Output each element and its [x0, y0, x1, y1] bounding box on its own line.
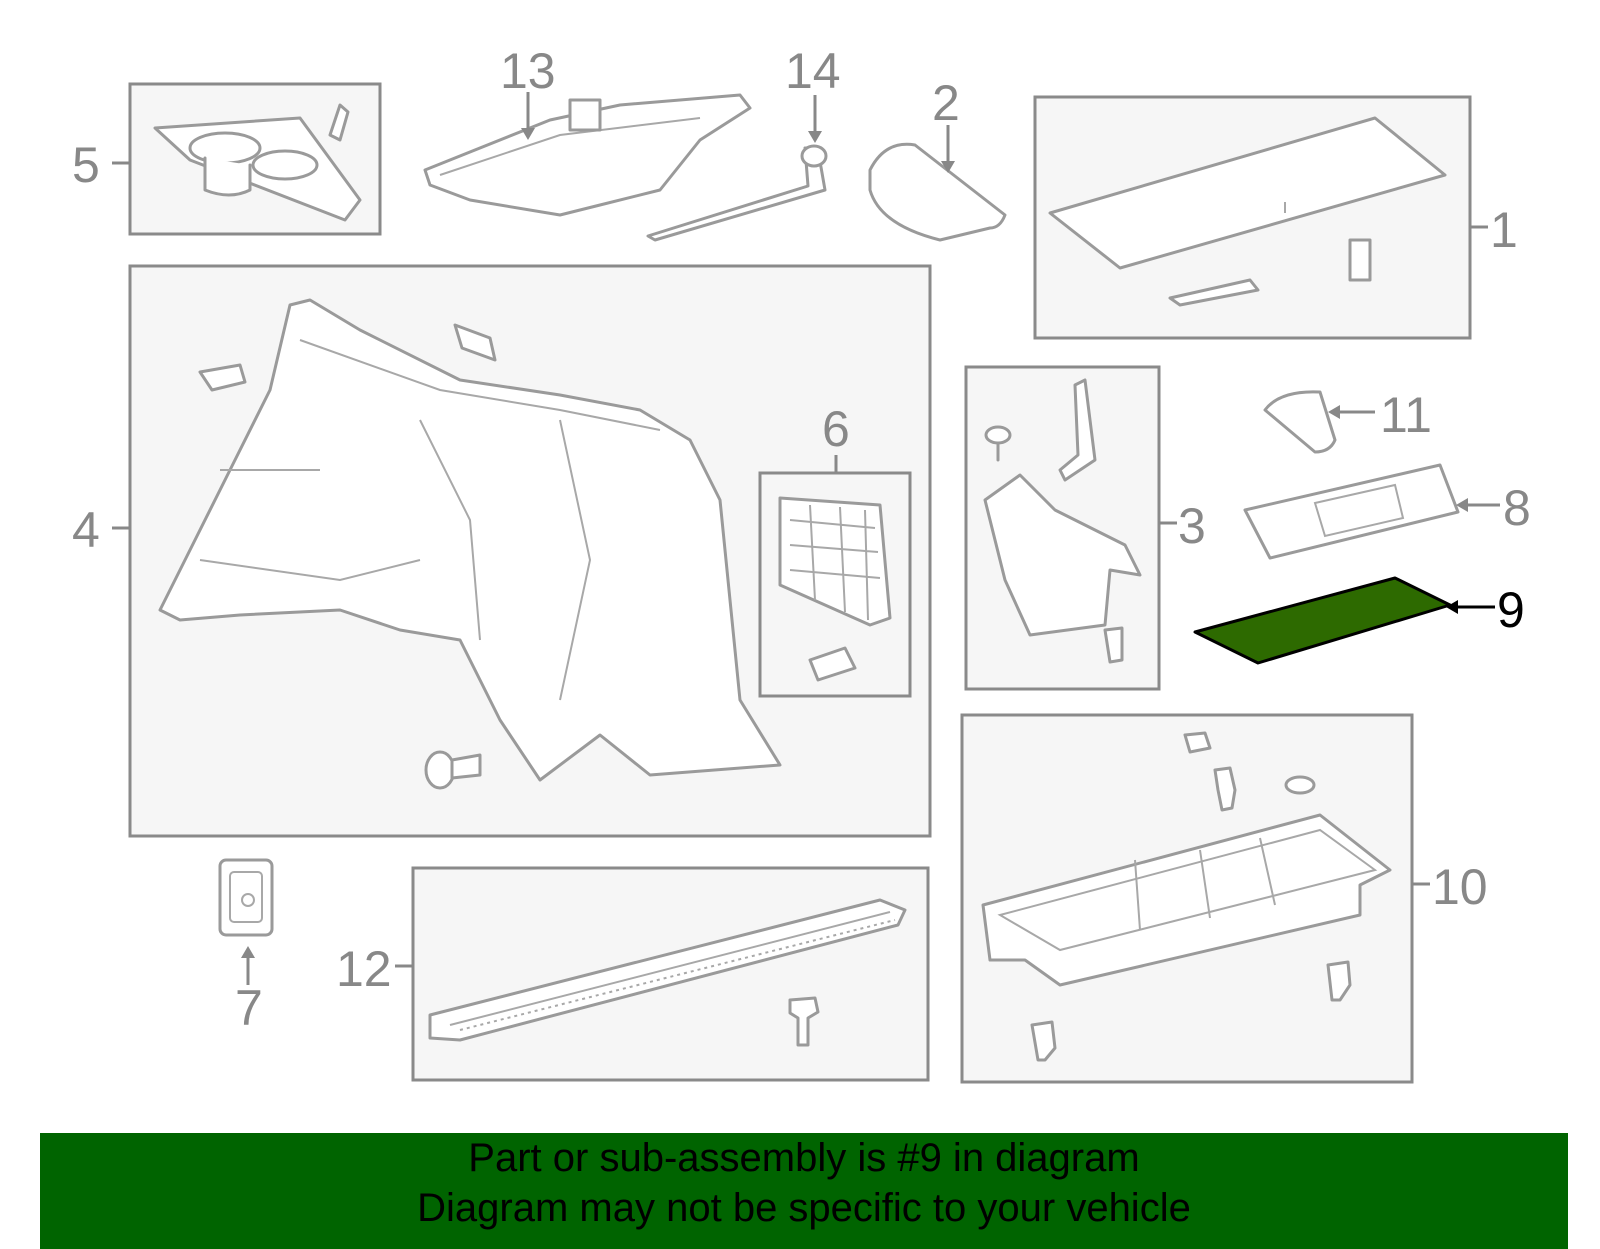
callout-8: 8 [1503, 480, 1531, 536]
callout-14: 14 [785, 43, 841, 99]
part-9-mat-highlighted: 9 [1193, 576, 1525, 665]
parts-diagram: 5 13 14 2 1 [72, 43, 1531, 1084]
part-10-storage-tray: 10 [960, 713, 1488, 1084]
part-4-quarter-trim: 4 [72, 264, 932, 838]
callout-11: 11 [1380, 387, 1432, 443]
callout-7: 7 [235, 980, 263, 1036]
part-14-jack-handle: 14 [646, 43, 841, 242]
banner-line-1: Part or sub-assembly is #9 in diagram [468, 1136, 1140, 1180]
callout-6: 6 [822, 401, 850, 457]
part-1-deck-board: 1 [1033, 95, 1518, 340]
callout-4: 4 [72, 502, 100, 558]
callout-10: 10 [1432, 859, 1488, 915]
part-7-clip: 7 [218, 858, 274, 1036]
callout-12: 12 [336, 941, 392, 997]
part-11-trim-cover: 11 [1263, 387, 1432, 454]
part-3-side-bin: 3 [964, 365, 1206, 691]
callout-5: 5 [72, 137, 100, 193]
part-5-cup-holder: 5 [72, 82, 382, 236]
part-8-panel: 8 [1243, 463, 1531, 560]
banner-line-2: Diagram may not be specific to your vehi… [417, 1186, 1191, 1230]
part-13-jack: 13 [423, 43, 752, 217]
part-6-vent-grille: 6 [758, 401, 912, 698]
info-banner: Part or sub-assembly is #9 in diagram Di… [40, 1133, 1568, 1249]
callout-1: 1 [1490, 202, 1518, 258]
callout-9: 9 [1497, 582, 1525, 638]
part-12-sill-plate: 12 [336, 866, 930, 1082]
part-2-cover: 2 [868, 75, 1007, 242]
callout-13: 13 [500, 43, 556, 99]
callout-3: 3 [1178, 498, 1206, 554]
callout-2: 2 [932, 75, 960, 131]
